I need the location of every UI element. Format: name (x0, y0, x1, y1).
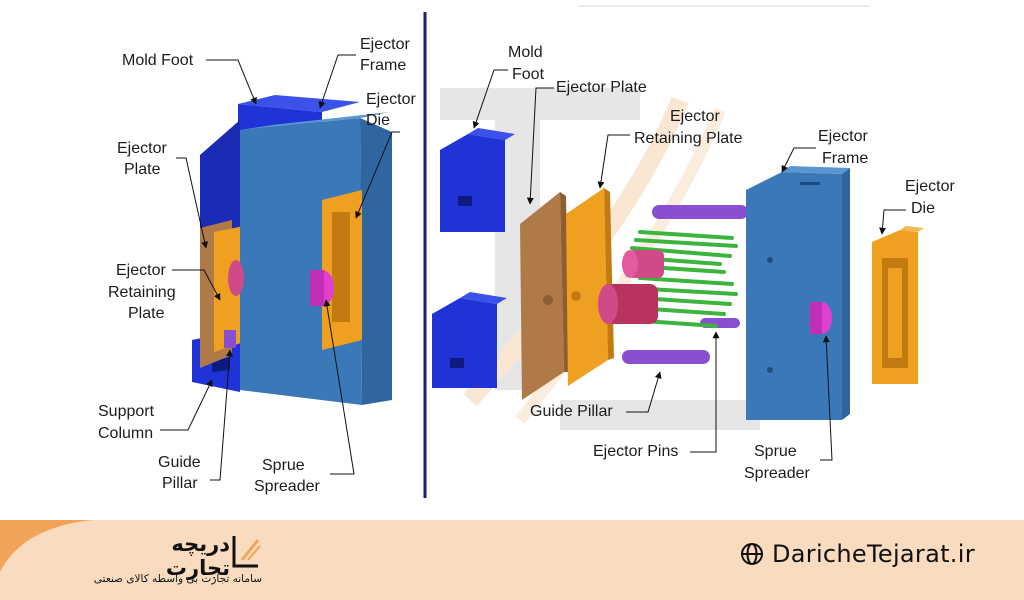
mold-diagram-svg: Mold Foot Ejector Frame Ejector Die Ejec… (98, 5, 955, 498)
ejector-die-asm-detail (332, 212, 350, 322)
label-sprue-spreader-left-1: Sprue (262, 457, 305, 474)
sprue-cylinder-small (628, 250, 664, 278)
label-mold-foot-right-2: Foot (512, 66, 545, 83)
label-ejector-plate-left-2: Plate (124, 161, 161, 178)
label-retaining-plate-left-1: Ejector (116, 262, 166, 279)
label-retaining-plate-right-2: Retaining Plate (634, 130, 743, 147)
retaining-plate-hole (571, 291, 581, 301)
footer-banner: دریچه تجارت سامانه تجارت بی واسطه کالای … (0, 520, 1024, 600)
label-sprue-spreader-right-1: Sprue (754, 443, 797, 460)
footer-background (0, 520, 1024, 600)
ejector-frame-exploded (746, 172, 842, 420)
asm-center-cylinder (228, 260, 244, 296)
label-ejector-die-right-1: Ejector (905, 178, 955, 195)
label-ejector-plate-right: Ejector Plate (556, 79, 647, 96)
guide-pillar-top (652, 205, 748, 219)
label-ejector-frame-right-2: Frame (822, 150, 868, 167)
mold-foot-slot (212, 358, 230, 372)
ejector-frame-asm-top (240, 112, 390, 130)
mold-foot-top-exploded (440, 134, 505, 232)
label-ejector-plate-left-1: Ejector (117, 140, 167, 157)
retaining-plate-exploded (566, 188, 608, 386)
label-guide-pillar-left-1: Guide (158, 454, 201, 471)
label-ejector-pins: Ejector Pins (593, 443, 678, 460)
sprue-cylinder-large (606, 284, 658, 324)
label-ejector-frame-right-1: Ejector (818, 128, 868, 145)
label-retaining-plate-left-2: Retaining (108, 284, 176, 301)
label-mold-foot-right-1: Mold (508, 44, 543, 61)
ejector-die-exploded-inner (888, 268, 902, 358)
label-sprue-spreader-left-2: Spreader (254, 478, 320, 495)
label-retaining-plate-right-1: Ejector (670, 108, 720, 125)
frame-engraving (800, 182, 820, 185)
ejector-plate-hole (543, 295, 553, 305)
mold-foot-top-slot (458, 196, 472, 206)
exploded-mold (432, 128, 924, 420)
ejector-plate-exploded (520, 192, 564, 400)
sprue-cylinder-small-face (622, 250, 638, 278)
frame-bolt-1 (767, 257, 773, 263)
label-ejector-die-left-2: Die (366, 112, 390, 129)
mold-diagram: Mold Foot Ejector Frame Ejector Die Ejec… (98, 5, 955, 498)
retaining-plate-asm (214, 226, 244, 352)
ejector-frame-asm-side (360, 118, 392, 405)
frame-bolt-2 (767, 367, 773, 373)
label-retaining-plate-left-3: Plate (128, 305, 165, 322)
label-ejector-die-right-2: Die (911, 200, 935, 217)
label-ejector-die-left-1: Ejector (366, 91, 416, 108)
mold-foot-top-exploded-face (468, 128, 515, 140)
sprue-cylinder-large-face (598, 284, 618, 324)
mold-foot-top-face (238, 95, 360, 112)
label-mold-foot-left: Mold Foot (122, 52, 194, 69)
brand-name: دریچه تجارت (165, 532, 230, 580)
globe-icon (741, 543, 763, 565)
website-link[interactable]: DaricheTejarat.ir (740, 540, 975, 568)
sprue-spreader-exploded-body (810, 302, 822, 334)
label-support-column-2: Column (98, 425, 153, 442)
right-labels: Mold Foot Ejector Plate Ejector Retainin… (472, 44, 955, 482)
ejector-die-exploded-top (900, 226, 924, 232)
guide-pillar-asm (224, 330, 236, 348)
ejector-frame-exploded-top (782, 166, 850, 174)
label-ejector-frame-left-2: Frame (360, 57, 406, 74)
ejector-frame-exploded-side (842, 168, 850, 420)
label-guide-pillar-left-2: Pillar (162, 475, 198, 492)
mold-foot-bottom-exploded (432, 298, 497, 388)
brand-logo-icon (232, 536, 261, 568)
left-labels: Mold Foot Ejector Frame Ejector Die Ejec… (98, 36, 416, 495)
label-support-column-1: Support (98, 403, 155, 420)
brand-tagline: سامانه تجارت بی واسطه کالای صنعتی (93, 573, 262, 585)
mold-foot-bottom-slot (450, 358, 464, 368)
guide-pillar-bottom (622, 350, 710, 364)
label-sprue-spreader-right-2: Spreader (744, 465, 810, 482)
mold-foot-bottom-exploded-face (460, 292, 507, 304)
label-guide-pillar-right: Guide Pillar (530, 403, 613, 420)
sprue-spreader-asm-body (310, 270, 324, 306)
assembled-mold (192, 95, 392, 405)
website-url[interactable]: DaricheTejarat.ir (772, 540, 975, 568)
label-ejector-frame-left-1: Ejector (360, 36, 410, 53)
